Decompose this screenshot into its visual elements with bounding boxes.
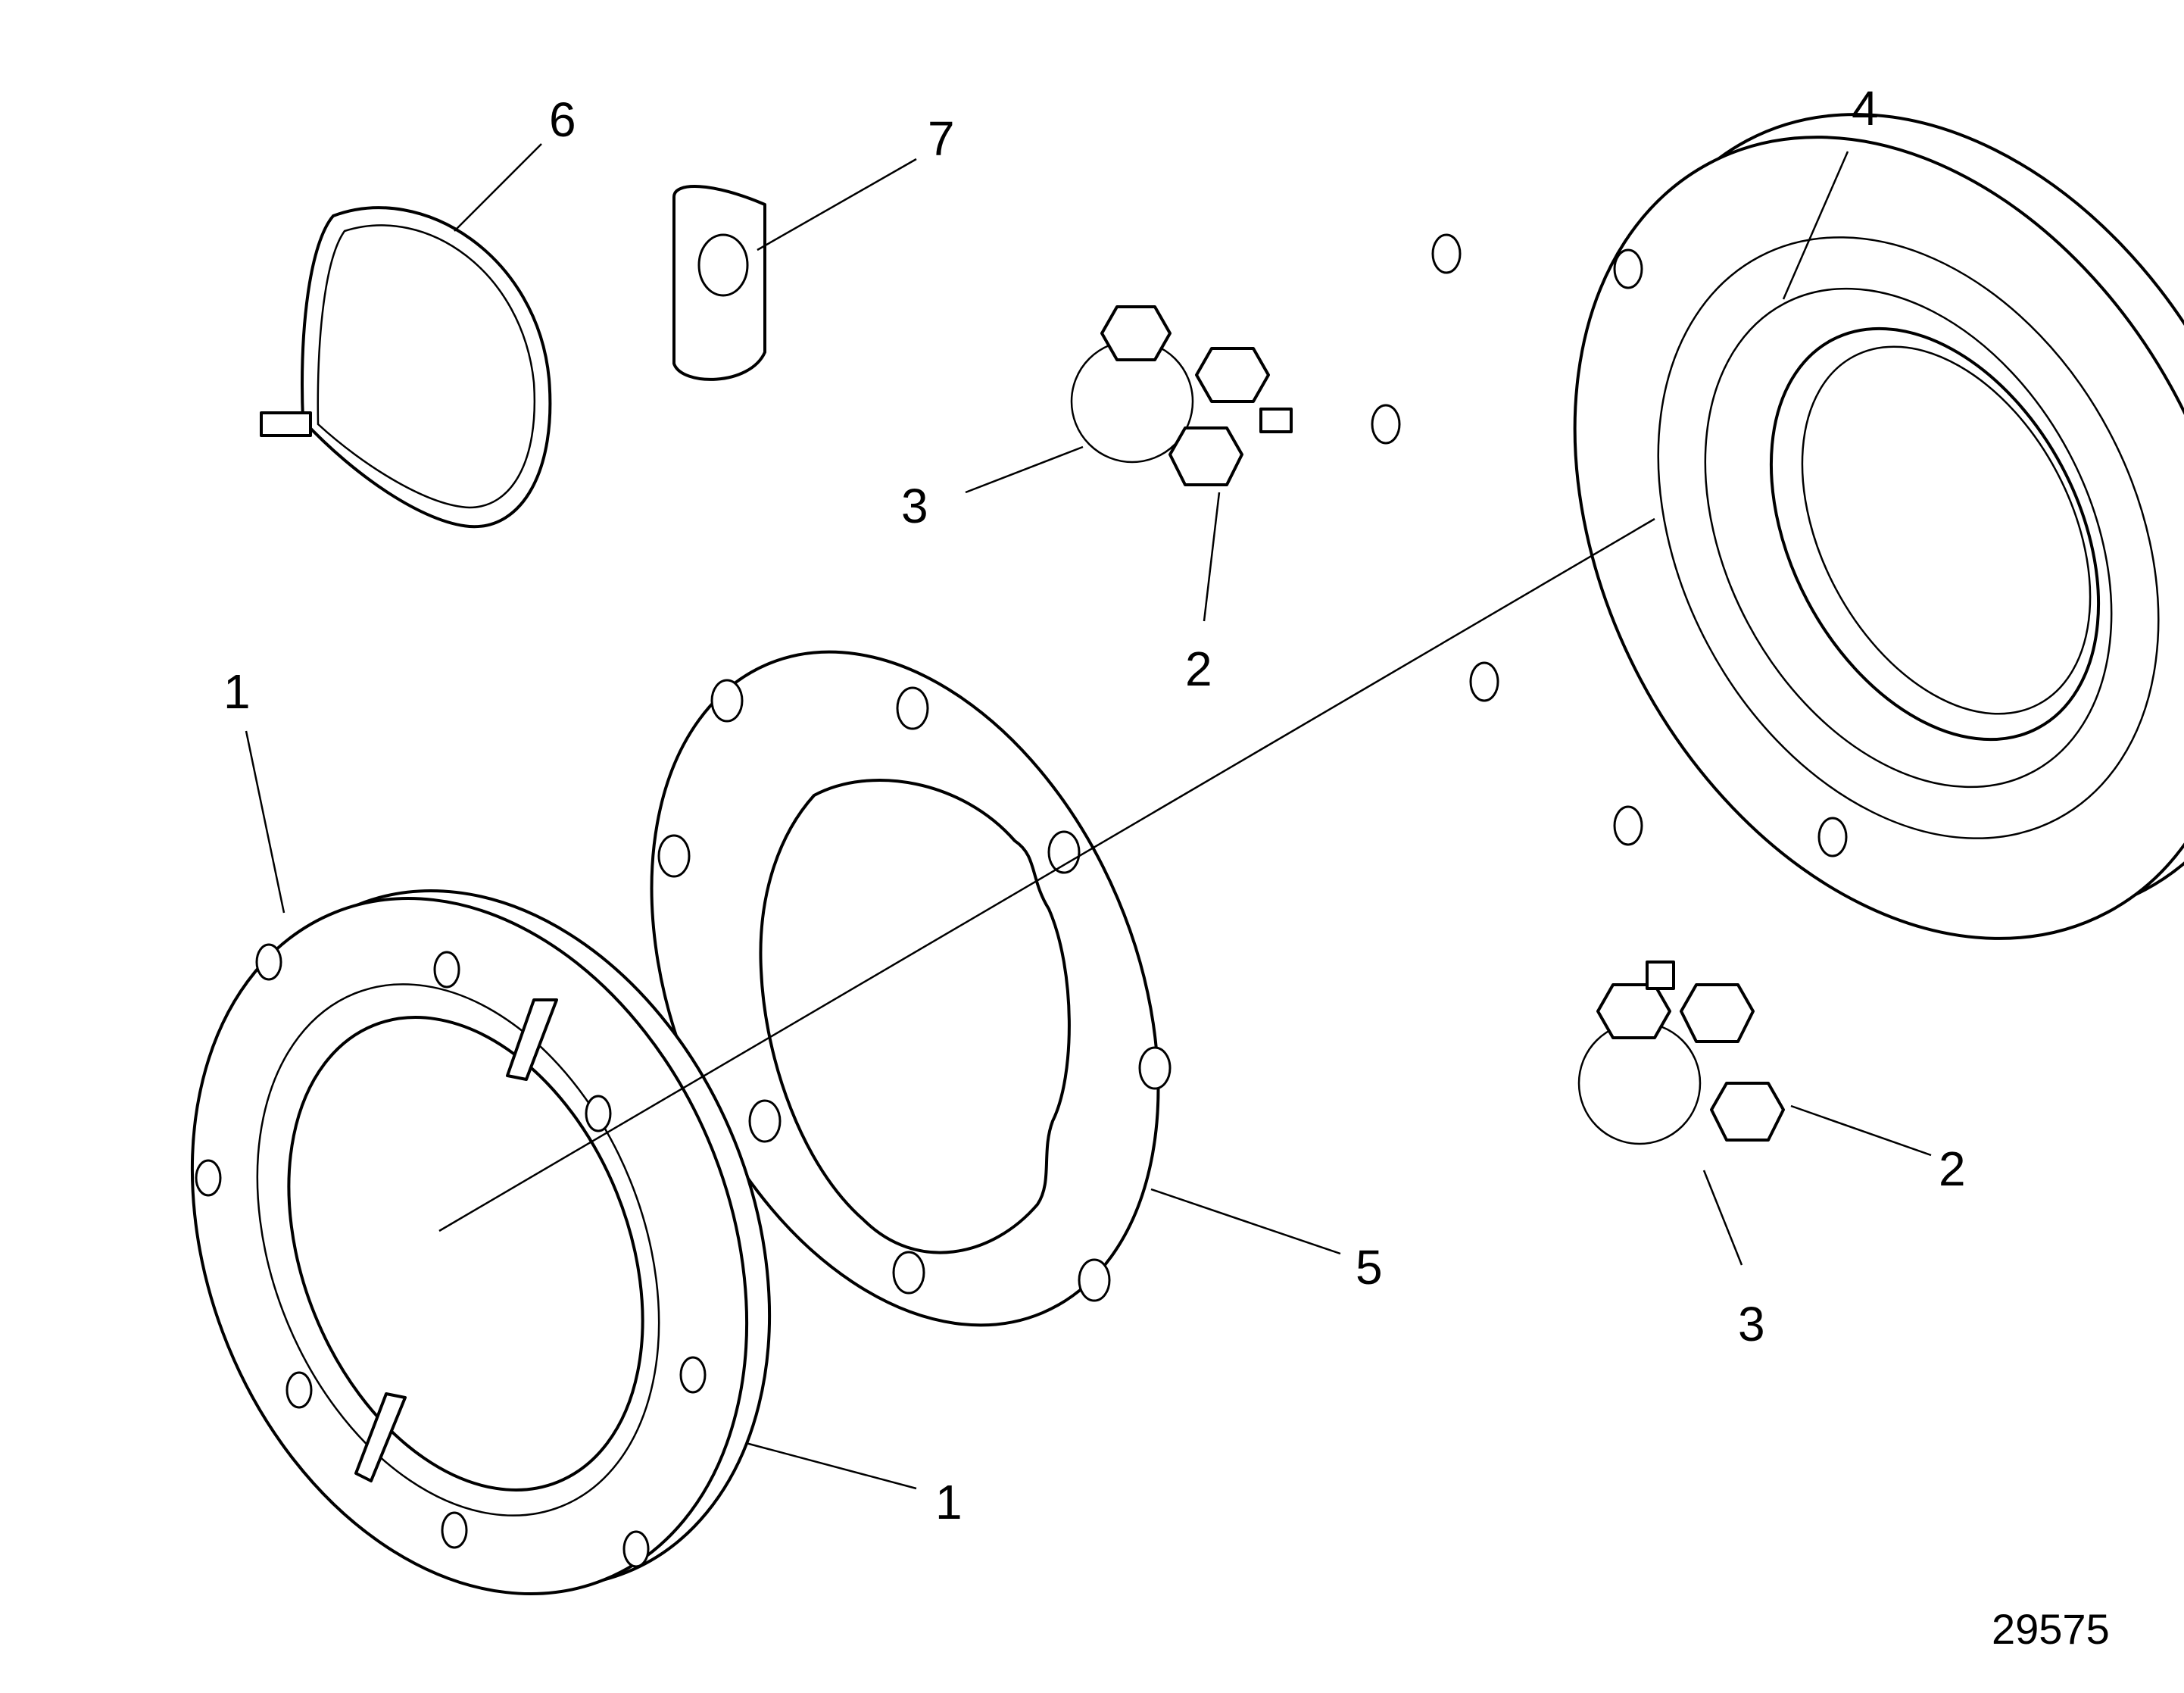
callout-2-top: 2: [1185, 642, 1212, 696]
callout-7: 7: [928, 111, 955, 166]
gasket-bolt-holes: [657, 679, 1172, 1302]
leader-lines: [245, 143, 1932, 1490]
ring-bolt-holes: [195, 943, 707, 1568]
callout-3-top: 3: [901, 479, 928, 533]
seal-housing-flange: [1371, 113, 2184, 940]
callout-2-right: 2: [1939, 1142, 1966, 1196]
hose-clamp: [260, 206, 552, 529]
figure-number: 29575: [1992, 1605, 2110, 1653]
flange-bolt-holes: [1371, 233, 1848, 857]
callout-1-top: 1: [223, 664, 251, 719]
fitting-assembly-top: [1070, 305, 1293, 486]
centerline: [438, 517, 1655, 1232]
callout-3-bottom: 3: [1738, 1297, 1765, 1351]
split-clamp-ring: [190, 889, 772, 1595]
callout-6: 6: [549, 92, 576, 147]
callout-4: 4: [1852, 81, 1879, 136]
callout-5: 5: [1356, 1240, 1383, 1295]
callout-1-bottom: 1: [935, 1475, 963, 1529]
callouts: 6 7 4 3 2 1 5 2 3 1: [223, 81, 1966, 1529]
fitting-assembly-bottom: [1577, 961, 1785, 1145]
plug-bushing: [672, 185, 766, 381]
gasket: [650, 650, 1172, 1327]
